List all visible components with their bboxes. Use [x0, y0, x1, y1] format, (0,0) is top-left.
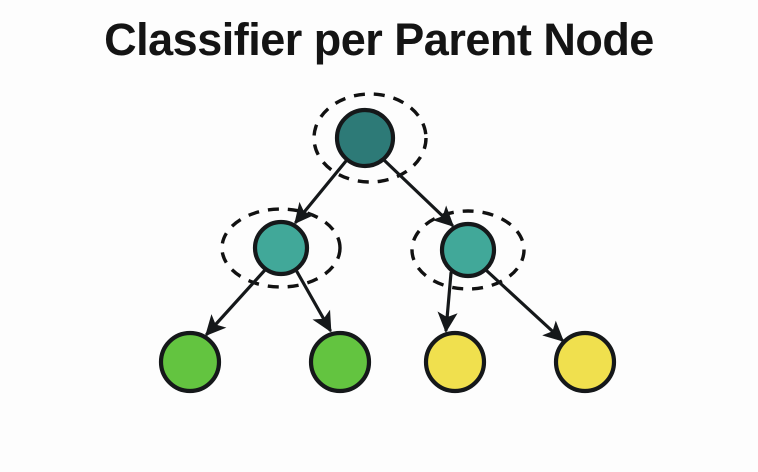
classifier-outline-mid-left — [220, 207, 342, 289]
node-leaf-1[interactable] — [158, 330, 222, 394]
node-group — [158, 107, 617, 394]
node-mid-left[interactable] — [252, 219, 310, 277]
node-mid-right[interactable] — [439, 221, 497, 279]
edge-mid-right-to-leaf-3 — [437, 271, 458, 333]
edge-mid-left-to-leaf-2 — [294, 268, 332, 333]
node-leaf-2[interactable] — [308, 330, 372, 394]
edge-mid-right-to-leaf-4 — [485, 269, 565, 342]
classifier-outline-mid-right — [410, 209, 526, 291]
edge-group — [205, 159, 565, 342]
classifier-outline-group — [220, 92, 526, 291]
node-root[interactable] — [334, 107, 396, 169]
edge-mid-left-to-leaf-1 — [205, 268, 267, 337]
page-title: Classifier per Parent Node — [104, 14, 654, 65]
edge-root-to-mid-left — [294, 159, 348, 225]
node-leaf-3[interactable] — [423, 330, 487, 394]
classifier-outline-root — [312, 92, 428, 184]
node-leaf-4[interactable] — [553, 330, 617, 394]
edge-root-to-mid-right — [383, 159, 455, 227]
